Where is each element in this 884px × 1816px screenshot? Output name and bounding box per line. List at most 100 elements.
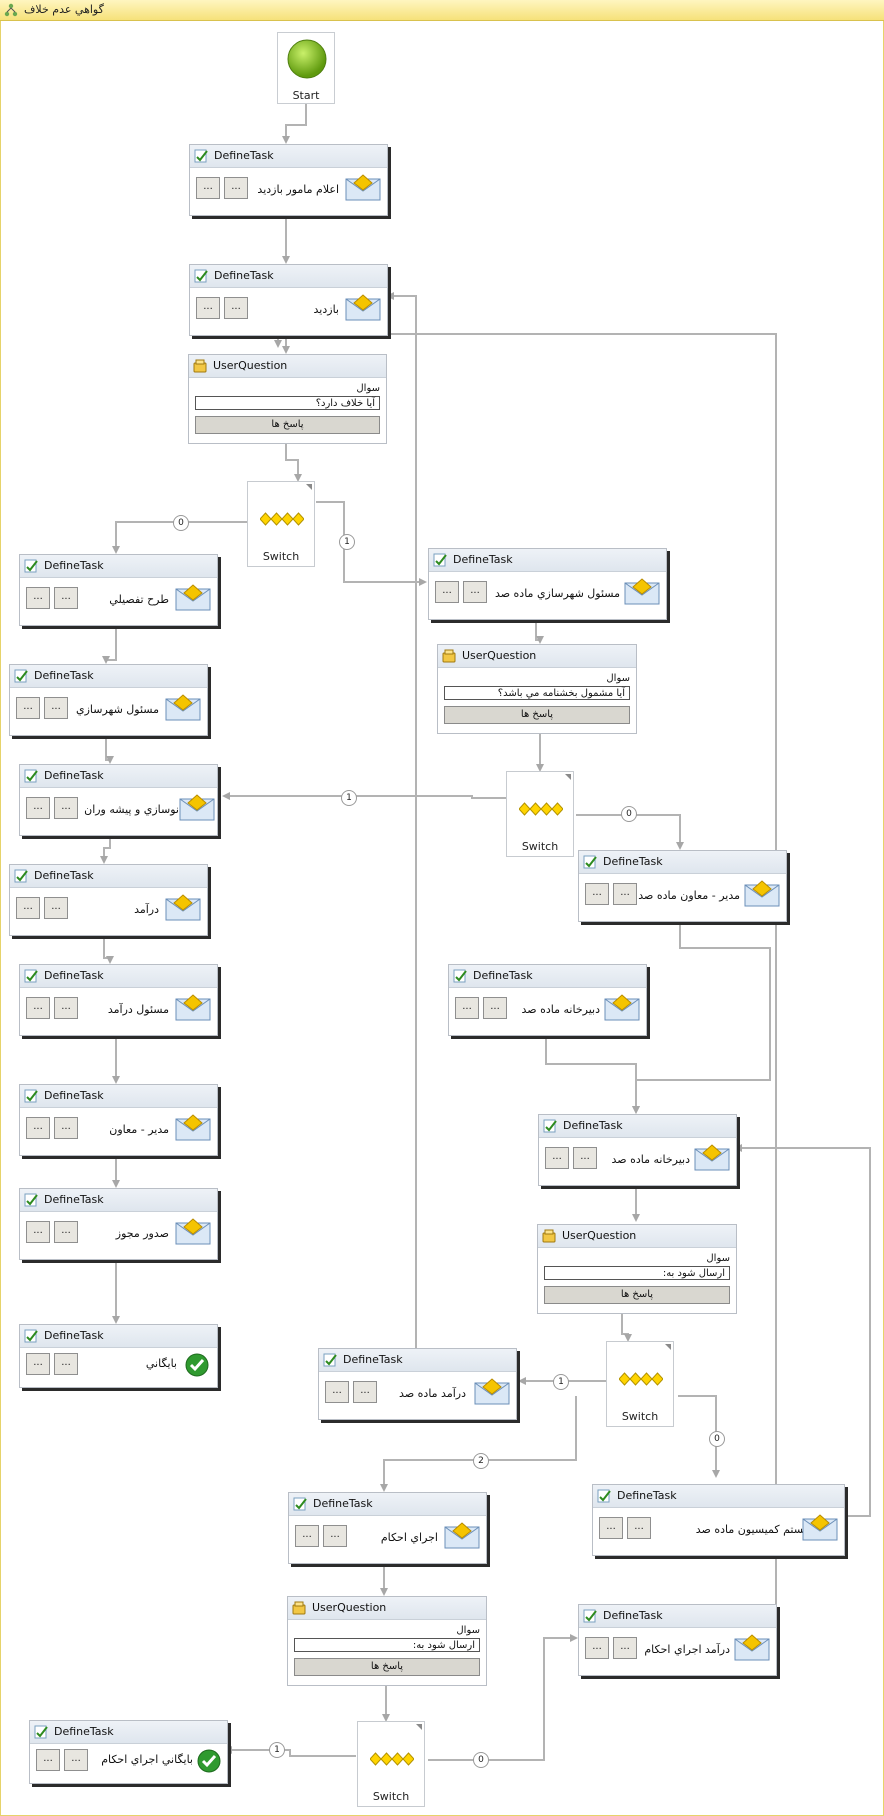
define-task-node[interactable]: DefineTask ... ... اعلام مامور بازديد	[189, 144, 388, 216]
answers-button[interactable]: پاسخ ها	[444, 706, 630, 724]
envelope-icon	[175, 584, 211, 611]
ellipsis-button[interactable]: ...	[44, 897, 68, 919]
ellipsis-button[interactable]: ...	[435, 581, 459, 603]
ellipsis-button[interactable]: ...	[54, 1221, 78, 1243]
ellipsis-button[interactable]: ...	[196, 297, 220, 319]
answers-button[interactable]: پاسخ ها	[195, 416, 380, 434]
switch-node[interactable]: Switch	[247, 481, 315, 567]
question-field[interactable]: ارسال شود به:	[544, 1266, 730, 1280]
switch-node[interactable]: Switch	[606, 1341, 674, 1427]
node-header: DefineTask	[20, 555, 217, 578]
define-task-node[interactable]: DefineTask ... ... مسئول درآمد	[19, 964, 218, 1036]
connector	[285, 444, 302, 482]
ellipsis-button[interactable]: ...	[295, 1525, 319, 1547]
define-task-node[interactable]: DefineTask ... ... مسئول شهرسازي ماده صد	[428, 548, 667, 620]
node-header: UserQuestion	[538, 1225, 736, 1248]
ellipsis-button[interactable]: ...	[16, 697, 40, 719]
ellipsis-button[interactable]: ...	[54, 997, 78, 1019]
switch-node[interactable]: Switch	[506, 771, 574, 857]
ellipsis-button[interactable]: ...	[54, 1117, 78, 1139]
ellipsis-button[interactable]: ...	[26, 997, 50, 1019]
corner-marker	[416, 1724, 422, 1730]
switch-node[interactable]: Switch	[357, 1721, 425, 1807]
define-task-node[interactable]: DefineTask ... ... مدير - معاون	[19, 1084, 218, 1156]
question-field[interactable]: آيا خلاف دارد؟	[195, 396, 380, 410]
ellipsis-button[interactable]: ...	[545, 1147, 569, 1169]
answers-button[interactable]: پاسخ ها	[544, 1286, 730, 1304]
switch-diamonds-icon	[619, 1372, 663, 1386]
define-task-node[interactable]: DefineTask ... ... اجراي احكام	[288, 1492, 487, 1564]
answers-button[interactable]: پاسخ ها	[294, 1658, 480, 1676]
user-question-node[interactable]: UserQuestion سوال ارسال شود به: پاسخ ها	[537, 1224, 737, 1314]
ellipsis-button[interactable]: ...	[224, 177, 248, 199]
start-node[interactable]: Start	[277, 32, 335, 104]
task-label: صدور مجوز	[115, 1227, 169, 1240]
ellipsis-button[interactable]: ...	[26, 1353, 50, 1375]
ellipsis-button[interactable]: ...	[455, 997, 479, 1019]
define-task-node[interactable]: DefineTask ... ... بايگاني	[19, 1324, 218, 1388]
corner-marker	[306, 484, 312, 490]
node-header: DefineTask	[20, 1189, 217, 1212]
ellipsis-button[interactable]: ...	[224, 297, 248, 319]
question-field[interactable]: آيا مشمول بخشنامه مي باشد؟	[444, 686, 630, 700]
question-field[interactable]: ارسال شود به:	[294, 1638, 480, 1652]
connector	[734, 1144, 871, 1517]
ellipsis-button[interactable]: ...	[54, 797, 78, 819]
ellipsis-button[interactable]: ...	[463, 581, 487, 603]
ellipsis-button[interactable]: ...	[44, 697, 68, 719]
branch-label: 1	[269, 1742, 285, 1758]
branch-label: 0	[621, 806, 637, 822]
ellipsis-button[interactable]: ...	[613, 1637, 637, 1659]
user-question-node[interactable]: UserQuestion سوال ارسال شود به: پاسخ ها	[287, 1596, 487, 1686]
ellipsis-button[interactable]: ...	[585, 1637, 609, 1659]
define-task-node[interactable]: DefineTask ... ... صدور مجوز	[19, 1188, 218, 1260]
ellipsis-button[interactable]: ...	[573, 1147, 597, 1169]
define-task-node[interactable]: DefineTask ... ... بازديد	[189, 264, 388, 336]
ellipsis-button[interactable]: ...	[353, 1381, 377, 1403]
define-task-node[interactable]: DefineTask ... ... درآمد ماده صد	[318, 1348, 517, 1420]
define-task-node[interactable]: DefineTask ... ... دبيرخانه ماده صد	[448, 964, 647, 1036]
ellipsis-button[interactable]: ...	[196, 177, 220, 199]
connector	[535, 620, 544, 644]
define-task-node[interactable]: DefineTask ... ... درآمد اجراي احكام	[578, 1604, 777, 1676]
ellipsis-button[interactable]: ...	[64, 1749, 88, 1771]
task-label: بايگاني	[145, 1357, 177, 1370]
ellipsis-button[interactable]: ...	[325, 1381, 349, 1403]
window-title: گواهي عدم خلاف	[24, 3, 104, 16]
ellipsis-button[interactable]: ...	[627, 1517, 651, 1539]
ellipsis-button[interactable]: ...	[26, 587, 50, 609]
envelope-icon	[175, 994, 211, 1021]
define-task-node[interactable]: DefineTask ... ... درآمد	[9, 864, 208, 936]
connector	[105, 734, 114, 764]
ellipsis-button[interactable]: ...	[26, 1221, 50, 1243]
ellipsis-button[interactable]: ...	[26, 1117, 50, 1139]
define-task-node[interactable]: DefineTask ... ... نوسازي و پيشه وران	[19, 764, 218, 836]
ellipsis-button[interactable]: ...	[599, 1517, 623, 1539]
ellipsis-button[interactable]: ...	[54, 587, 78, 609]
user-question-node[interactable]: UserQuestion سوال آيا مشمول بخشنامه مي ب…	[437, 644, 637, 734]
define-task-node[interactable]: DefineTask ... ... مدير - معاون ماده صد	[578, 850, 787, 922]
ellipsis-button[interactable]: ...	[585, 883, 609, 905]
ellipsis-button[interactable]: ...	[36, 1749, 60, 1771]
node-header: DefineTask	[20, 965, 217, 988]
ellipsis-button[interactable]: ...	[613, 883, 637, 905]
task-label: مسئول شهرسازي	[75, 703, 159, 716]
ellipsis-button[interactable]: ...	[26, 797, 50, 819]
define-task-icon	[24, 559, 38, 573]
ellipsis-button[interactable]: ...	[54, 1353, 78, 1375]
define-task-icon	[194, 269, 208, 283]
ellipsis-button[interactable]: ...	[323, 1525, 347, 1547]
corner-marker	[565, 774, 571, 780]
ellipsis-button[interactable]: ...	[483, 997, 507, 1019]
node-header: UserQuestion	[189, 355, 386, 378]
define-task-node[interactable]: DefineTask ... ... بايگاني اجراي احكام	[29, 1720, 228, 1784]
ellipsis-button[interactable]: ...	[16, 897, 40, 919]
task-label: طرح تفصيلي	[109, 593, 169, 606]
define-task-node[interactable]: DefineTask ... ... دبيرخانه ماده صد	[538, 1114, 737, 1186]
define-task-node[interactable]: DefineTask ... ... طرح تفصيلي	[19, 554, 218, 626]
node-header: DefineTask	[289, 1493, 486, 1516]
define-task-node[interactable]: DefineTask ... ... مسئول شهرسازي	[9, 664, 208, 736]
switch-diamonds-icon	[519, 802, 563, 816]
define-task-node[interactable]: DefineTask ... ... زير سيستم كميسيون ماد…	[592, 1484, 845, 1556]
user-question-node[interactable]: UserQuestion سوال آيا خلاف دارد؟ پاسخ ها	[188, 354, 387, 444]
